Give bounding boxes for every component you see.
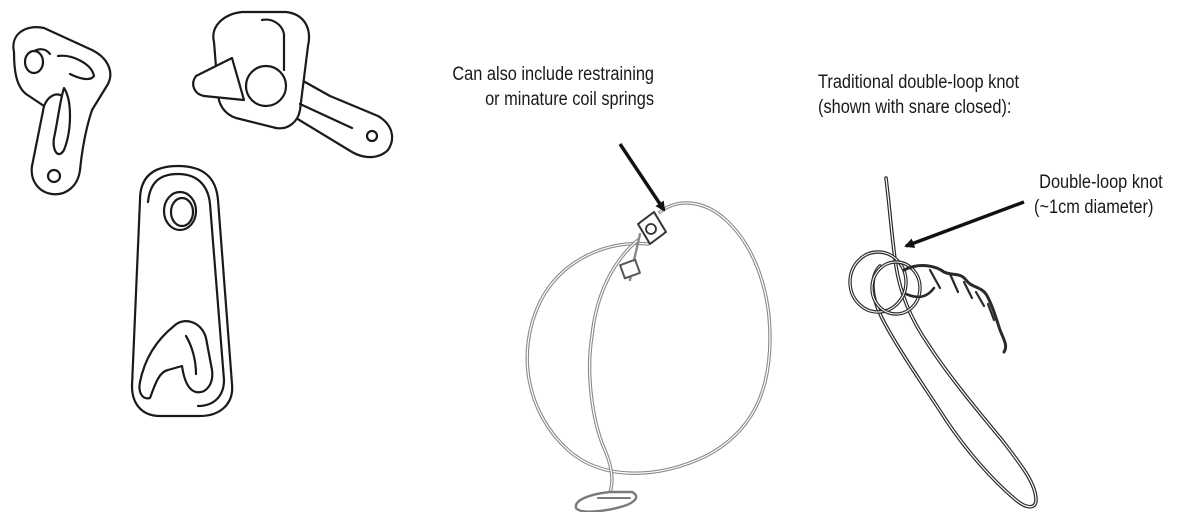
wire-snare-loop-icon <box>527 203 770 512</box>
coil-spring-note: Can also include restraining or minature… <box>432 62 654 112</box>
knot-size-note-line-1: Double-loop knot <box>1034 170 1163 195</box>
coil-spring-pointer-arrow <box>620 144 664 210</box>
knot-size-note-line-2: (~1cm diameter) <box>1034 195 1163 220</box>
snare-lock-plate-icon <box>132 166 232 416</box>
knot-size-note: Double-loop knot (~1cm diameter) <box>1034 170 1163 220</box>
coil-spring-note-line-1: Can also include restraining <box>432 62 654 87</box>
snare-lock-bent-icon <box>13 27 110 194</box>
coil-spring-note-line-2: or minature coil springs <box>432 87 654 112</box>
traditional-knot-note-line-2: (shown with snare closed): <box>818 95 1019 120</box>
snare-lock-cam-icon <box>193 12 392 157</box>
traditional-knot-note-line-1: Traditional double-loop knot <box>818 70 1019 95</box>
knot-pointer-arrow <box>906 202 1024 246</box>
traditional-knot-note: Traditional double-loop knot (shown with… <box>818 70 1019 120</box>
double-loop-knot-snare-icon <box>850 178 1036 507</box>
